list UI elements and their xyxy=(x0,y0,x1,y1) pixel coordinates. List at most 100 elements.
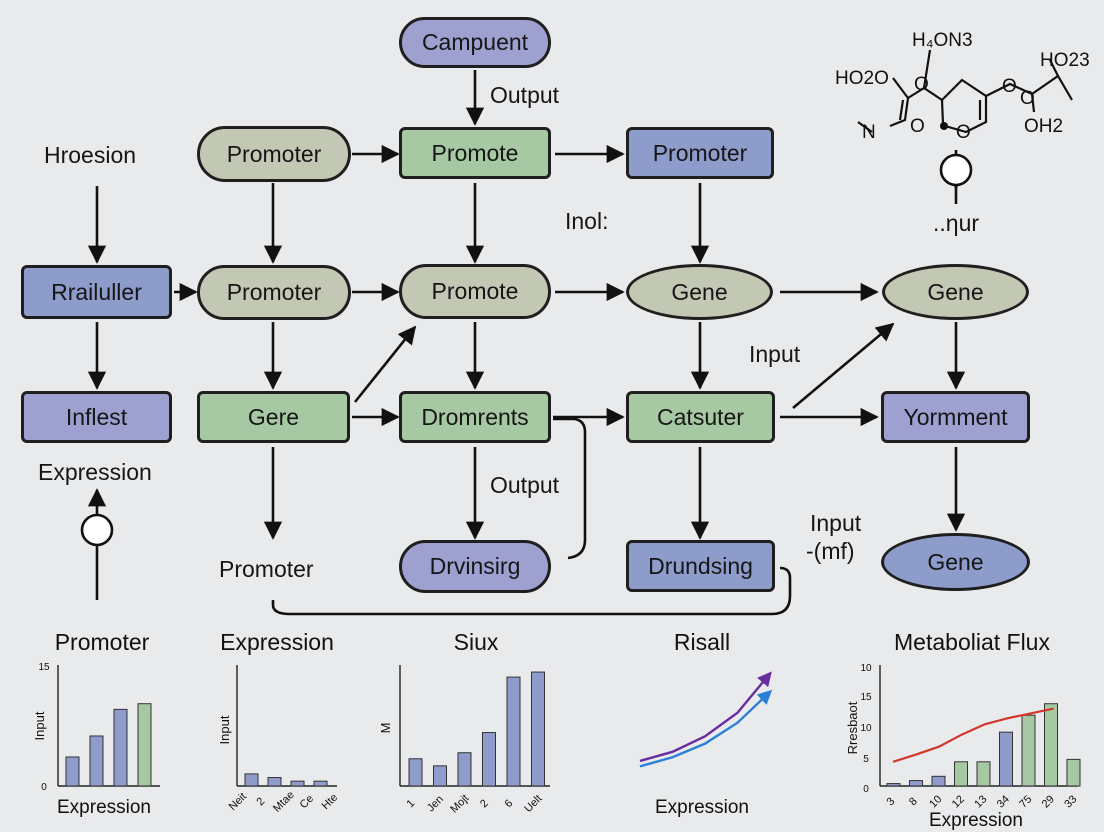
chart-5-title: Metaboliat Flux xyxy=(894,629,1050,655)
bracket-bottom xyxy=(271,566,792,616)
chart-5-bar-2 xyxy=(909,780,923,787)
label-promoter-bottom: Promoter xyxy=(219,556,314,582)
mol-ho23: HO23 xyxy=(1040,50,1090,71)
node-campuent: Campuent xyxy=(399,17,551,68)
chart-5-bar-9 xyxy=(1066,758,1081,787)
label-inol: Inol: xyxy=(565,208,609,234)
chart-5-bar-3 xyxy=(931,775,946,787)
node-inflest: Inflest xyxy=(21,391,172,443)
node-yormment: Yormment xyxy=(881,391,1030,443)
chart-5-tick-9: 33 xyxy=(1062,793,1079,810)
chart-5-bar-8 xyxy=(1044,703,1058,787)
circle-node-right xyxy=(939,153,973,187)
chart-2-tick-4: Ce xyxy=(298,793,316,811)
label-mf: -(mf) xyxy=(806,538,855,564)
chart-2-title: Expression xyxy=(220,629,334,655)
label-hroesion: Hroesion xyxy=(44,142,137,168)
chart-2-tick-5: Hte xyxy=(320,792,341,813)
chart-5-bar-5 xyxy=(976,761,991,787)
chart-5-ytick-5: 10 xyxy=(860,663,872,674)
chart-3-tick-6: Uelt xyxy=(522,793,544,815)
chart-3-bar-3 xyxy=(457,752,472,787)
chart-3-tick-2: Jen xyxy=(425,793,446,814)
chart-5-tick-2: 8 xyxy=(907,795,920,808)
chart-5-bar-6 xyxy=(999,731,1013,787)
label-expression-left: Expression xyxy=(38,459,152,485)
chart-4-series-2 xyxy=(639,689,773,768)
chart-5-ytick-2: 5 xyxy=(863,754,869,765)
chart-1-xlabel: Expression xyxy=(57,797,151,818)
bracket-dromrents xyxy=(553,417,587,560)
arrow-gere-promote xyxy=(353,325,417,403)
node-drvinsirg: Drvinsirg xyxy=(399,540,551,593)
chart-2-tick-1: Neit xyxy=(227,791,249,813)
mol-o3: O xyxy=(910,116,925,137)
chart-3-bar-5 xyxy=(506,676,521,787)
node-rrailuller: Rrailuller xyxy=(21,265,172,319)
chart-5-ytick-1: 0 xyxy=(863,784,869,795)
chart-3-tick-3: Mojt xyxy=(448,792,471,815)
chart-5-ytick-4: 15 xyxy=(860,692,872,703)
chart-5-ylabel: Rresbaot xyxy=(845,701,860,754)
label-output-mid: Output xyxy=(490,472,560,498)
chart-2-tick-2: 2 xyxy=(254,795,267,808)
chart-2-bar-2 xyxy=(267,777,282,787)
node-promote-mid-center: Promote xyxy=(399,264,551,319)
chart-1-bar-3 xyxy=(113,708,128,787)
chart-3-bar-4 xyxy=(482,732,496,787)
chart-1-ytick-1: 0 xyxy=(41,782,47,793)
chart-2-bar-1 xyxy=(244,773,259,787)
chart-3-tick-1: 1 xyxy=(404,797,417,810)
chart-5-tick-7: 75 xyxy=(1017,793,1034,810)
node-gene-bottom: Gene xyxy=(881,533,1030,591)
arrow-catsuter-gene xyxy=(792,322,895,409)
chart-2-tick-3: Mtae xyxy=(271,789,297,815)
mol-oh2: OH2 xyxy=(1024,116,1063,137)
node-promoter-top-right: Promoter xyxy=(626,127,774,179)
label-input-mid: Input xyxy=(749,341,801,367)
chart-5-bar-4 xyxy=(954,761,968,787)
chart-2-bar-4 xyxy=(313,780,328,787)
chart-1-bar-1 xyxy=(65,756,80,787)
node-promoter-top-left: Promoter xyxy=(197,126,351,182)
chart-4-title: Risall xyxy=(674,629,730,655)
chart-1-title: Promoter xyxy=(55,629,150,655)
circle-node-left xyxy=(80,513,114,547)
chart-5-tick-6: 34 xyxy=(995,793,1012,810)
node-gere: Gere xyxy=(197,391,350,443)
chart-3-tick-5: 6 xyxy=(502,797,515,810)
mol-o2: O xyxy=(1002,76,1017,97)
mol-o4: O xyxy=(956,122,971,143)
chart-4-series-1 xyxy=(639,671,772,763)
mol-o5: O xyxy=(1020,88,1035,109)
mol-n: N xyxy=(862,122,876,143)
chart-3-ylabel: M xyxy=(378,723,393,734)
chart-3-title: Siux xyxy=(454,629,499,655)
node-dromrents: Dromrents xyxy=(399,391,551,443)
node-catsuter: Catsuter xyxy=(626,391,775,443)
node-promote-top-center: Promote xyxy=(399,127,551,179)
label-output-top: Output xyxy=(490,82,560,108)
chart-1-ylabel: Input xyxy=(32,711,47,740)
mol-ho2o: HO2O xyxy=(835,68,889,89)
mol-h-on3: H₄ON3 xyxy=(912,30,973,51)
chart-5-tick-4: 12 xyxy=(950,793,967,810)
molecule-structure xyxy=(857,49,1073,134)
node-drundsing: Drundsing xyxy=(626,540,775,592)
chart-3-tick-4: 2 xyxy=(478,797,491,810)
label-input-right: Input xyxy=(810,510,862,536)
chart-3-bar-2 xyxy=(433,765,447,787)
node-gene-right: Gene xyxy=(882,264,1029,320)
node-gene-mid: Gene xyxy=(626,264,773,320)
chart-2-ylabel: Input xyxy=(217,715,232,744)
chart-1-bar-4 xyxy=(137,703,152,787)
node-promoter-mid-left: Promoter xyxy=(197,265,351,320)
chart-5-xlabel: Expression xyxy=(929,810,1023,831)
label-nur: ..ηur xyxy=(933,210,980,236)
chart-3-bar-6 xyxy=(531,671,545,787)
chart-5-trend-line xyxy=(892,707,1054,763)
chart-1-ytick-2: 15 xyxy=(38,662,50,673)
